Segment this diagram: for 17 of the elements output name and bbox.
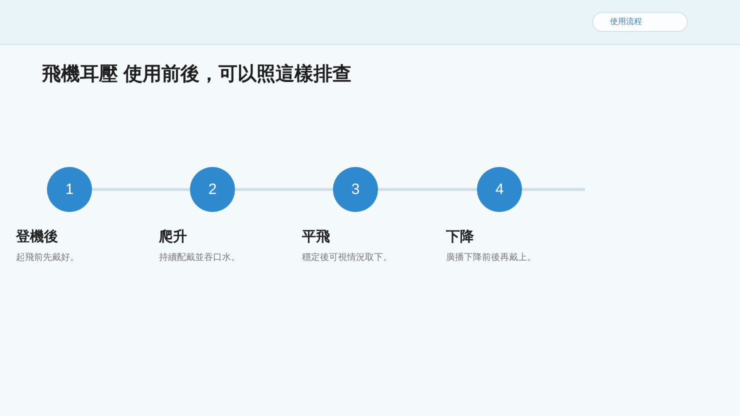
step-heading: 下降 [446,228,474,245]
step-circle: 3 [333,167,378,212]
connector-line [92,188,190,191]
step-circle: 4 [477,167,522,212]
step-heading: 登機後 [16,228,58,245]
step-circle: 2 [190,167,235,212]
connector-line [235,188,333,191]
flow-tab-button: 使用流程 [592,12,688,32]
step-description: 穩定後可視情況取下。 [302,252,392,263]
step-heading: 平飛 [302,228,330,245]
step-circle: 1 [47,167,92,212]
connector-line [522,188,585,191]
step-description: 起飛前先戴好。 [16,252,79,263]
step-description: 廣播下降前後再戴上。 [446,252,536,263]
step-description: 持續配戴並吞口水。 [159,252,240,263]
step-heading: 爬升 [159,228,187,245]
page-title: 飛機耳壓 使用前後，可以照這樣排查 [42,63,352,87]
